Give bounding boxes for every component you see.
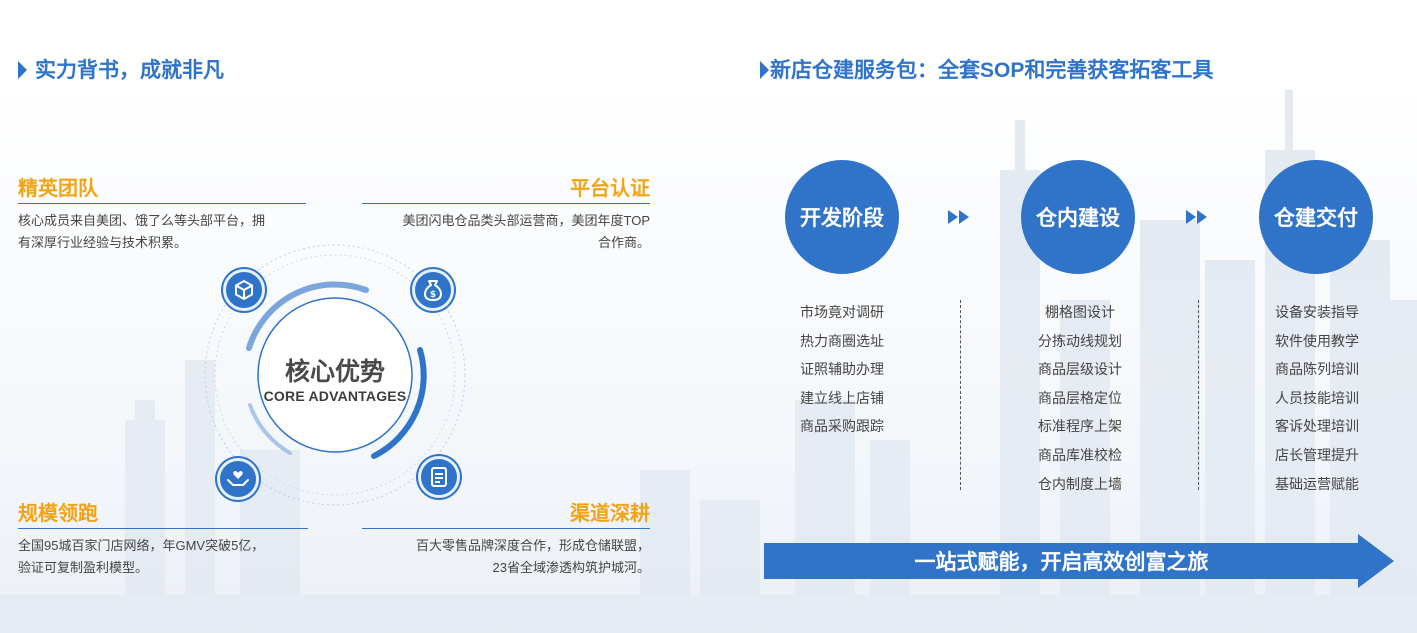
feature-desc: 美团闪电仓品类头部运营商，美团年度TOP 合作商。 — [362, 210, 651, 254]
feature-desc: 核心成员来自美团、饿了么等头部平台，拥有深厚行业经验与技术积累。 — [18, 210, 306, 254]
title-marker-icon — [18, 61, 27, 79]
feature-platform-cert: 平台认证 美团闪电仓品类头部运营商，美团年度TOP 合作商。 — [362, 172, 650, 254]
list-item: 分拣动线规划 — [1038, 332, 1122, 349]
list-item: 市场竟对调研 — [800, 304, 884, 320]
stage-warehouse-build: 仓内建设 — [1021, 160, 1135, 274]
feature-desc: 全国95城百家门店网络，年GMV突破5亿， 验证可复制盈利模型。 — [18, 535, 308, 579]
title-marker-icon — [760, 61, 769, 79]
list-item: 基础运营赋能 — [1275, 475, 1359, 492]
core-advantages-graphic: 核心优势 CORE ADVANTAGES — [170, 230, 500, 520]
divider — [1198, 300, 1199, 490]
core-rings — [204, 244, 466, 506]
list-item: 商品采购跟踪 — [800, 418, 884, 435]
heart-hands-icon — [217, 458, 259, 500]
core-title: 核心优势 — [284, 358, 385, 386]
list-item: 商品库准校检 — [1038, 446, 1122, 463]
list-item: 热力商圈选址 — [800, 332, 884, 349]
list-item: 仓内制度上墙 — [1038, 475, 1122, 492]
feature-channel-deep: 渠道深耕 百大零售品牌深度合作，形成仓储联盟， 23省全域渗透构筑护城河。 — [362, 497, 650, 579]
double-arrow-icon — [1186, 210, 1207, 224]
divider — [960, 300, 961, 490]
feature-scale-lead: 规模领跑 全国95城百家门店网络，年GMV突破5亿， 验证可复制盈利模型。 — [18, 497, 308, 579]
list-item: 证照辅助办理 — [800, 361, 884, 378]
feature-title: 渠道深耕 — [362, 497, 650, 529]
feature-desc: 百大零售品牌深度合作，形成仓储联盟， 23省全域渗透构筑护城河。 — [362, 535, 650, 579]
list-item: 店长管理提升 — [1275, 446, 1359, 463]
list-item: 棚格图设计 — [1045, 304, 1115, 320]
stage-delivery: 仓建交付 — [1259, 160, 1373, 274]
document-icon — [418, 456, 460, 498]
list-item: 商品层级设计 — [1038, 361, 1122, 378]
feature-desc-line: 23省全域渗透构筑护城河。 — [492, 560, 650, 575]
list-item: 软件使用教学 — [1275, 332, 1359, 349]
feature-desc-line: 全国95城百家门店网络，年GMV突破5亿， — [18, 538, 265, 553]
stage-development: 开发阶段 — [785, 160, 899, 274]
stage-development-list: 市场竟对调研 热力商圈选址 证照辅助办理 建立线上店铺 商品采购跟踪 — [782, 298, 902, 441]
background-haze — [0, 80, 1417, 633]
feature-title: 精英团队 — [18, 172, 306, 204]
feature-desc-line: 美团闪电仓品类头部运营商，美团年度TOP — [402, 213, 651, 228]
feature-desc-line: 验证可复制盈利模型。 — [18, 560, 149, 575]
list-item: 商品陈列培训 — [1275, 361, 1359, 378]
left-section-title: 实力背书，成就非凡 — [18, 54, 224, 84]
cube-icon — [223, 269, 265, 311]
list-item: 建立线上店铺 — [800, 389, 884, 406]
feature-desc-line: 核心成员来自美团、饿了么等头部平台，拥 — [18, 213, 266, 228]
feature-elite-team: 精英团队 核心成员来自美团、饿了么等头部平台，拥有深厚行业经验与技术积累。 — [18, 172, 306, 254]
list-item: 设备安装指导 — [1275, 304, 1359, 320]
double-arrow-icon — [948, 210, 969, 224]
left-section-title-text: 实力背书，成就非凡 — [35, 59, 224, 82]
list-item: 人员技能培训 — [1275, 389, 1359, 406]
stage-delivery-list: 设备安装指导 软件使用教学 商品陈列培训 人员技能培训 客诉处理培训 店长管理提… — [1257, 298, 1377, 498]
svg-text:$: $ — [430, 290, 436, 300]
list-item: 标准程序上架 — [1038, 418, 1122, 435]
right-section-title-text: 新店仓建服务包：全套SOP和完善获客拓客工具 — [770, 59, 1214, 82]
banner-slogan: 一站式赋能，开启高效创富之旅 — [914, 551, 1209, 574]
list-item: 商品层格定位 — [1038, 389, 1122, 406]
right-section-title: 新店仓建服务包：全套SOP和完善获客拓客工具 — [760, 54, 1213, 84]
feature-desc-line: 百大零售品牌深度合作，形成仓储联盟， — [415, 538, 650, 553]
feature-title: 规模领跑 — [18, 497, 308, 529]
feature-title: 平台认证 — [362, 172, 650, 204]
feature-desc-line: 有深厚行业经验与技术积累。 — [18, 235, 188, 250]
core-subtitle: CORE ADVANTAGES — [263, 388, 407, 404]
stage-warehouse-build-list: 棚格图设计 分拣动线规划 商品层级设计 商品层格定位 标准程序上架 商品库准校检… — [1020, 298, 1140, 498]
list-item: 客诉处理培训 — [1275, 418, 1359, 435]
money-bag-icon: $ — [412, 269, 454, 311]
feature-desc-line: 合作商。 — [597, 235, 650, 250]
banner-arrow — [764, 534, 1394, 588]
